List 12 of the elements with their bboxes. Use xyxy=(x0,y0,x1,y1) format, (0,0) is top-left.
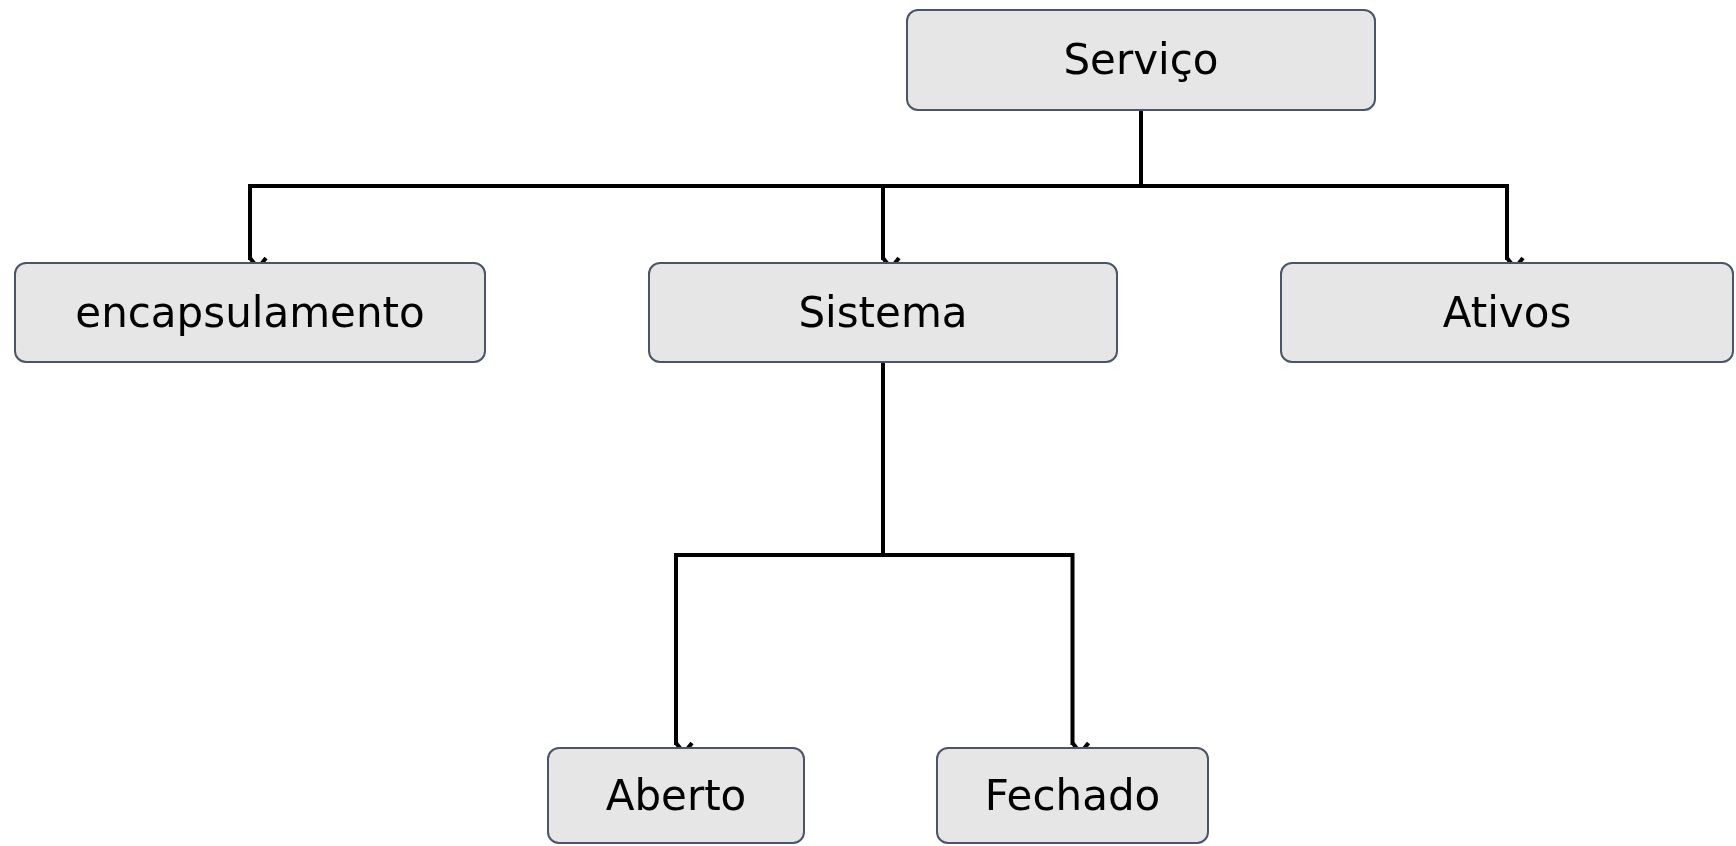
process-box xyxy=(936,747,1209,844)
box-label: Fechado xyxy=(984,774,1161,817)
box-label: Ativos xyxy=(1442,291,1572,334)
process-box xyxy=(648,262,1118,363)
process-box xyxy=(547,747,805,844)
box-label: encapsulamento xyxy=(75,291,425,334)
process-box xyxy=(1280,262,1734,363)
box-label: Sistema xyxy=(798,291,968,334)
box-label: Aberto xyxy=(605,774,747,817)
process-box xyxy=(14,262,486,363)
box-label: Serviço xyxy=(1063,39,1219,81)
process-box xyxy=(906,9,1376,111)
